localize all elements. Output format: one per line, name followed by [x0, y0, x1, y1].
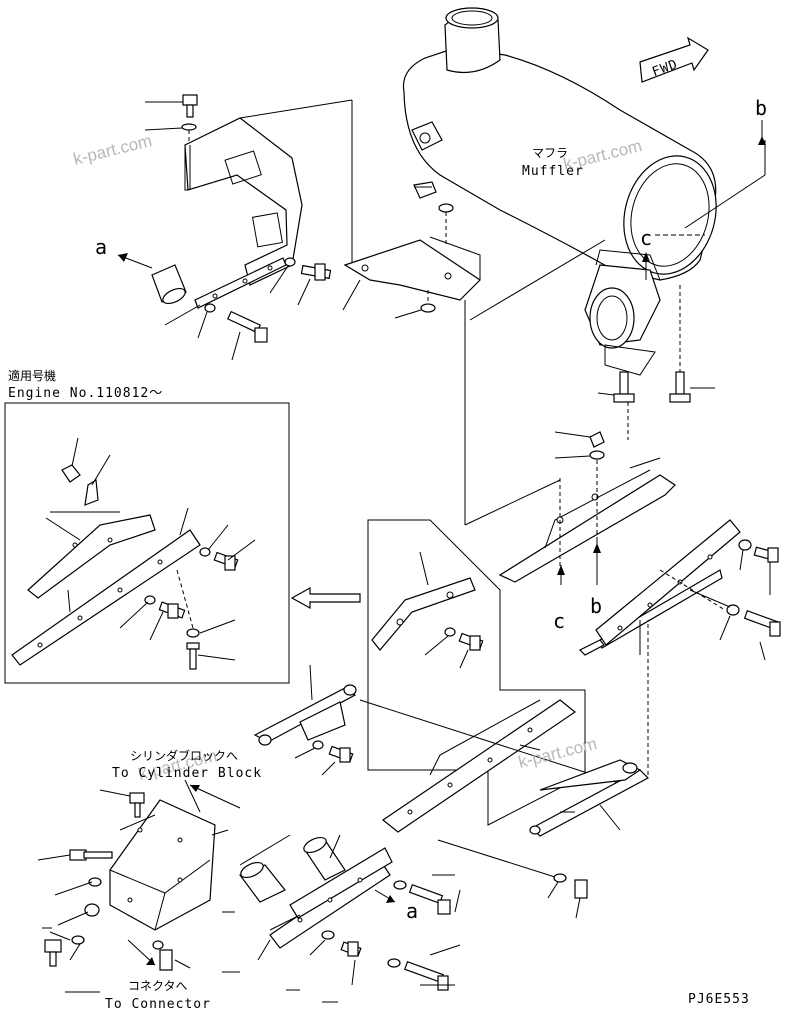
left-middle-bracket	[253, 664, 357, 776]
cylinder-block-jp-label: シリンダブロックへ	[130, 748, 238, 763]
inset-pointer-arrow-icon	[290, 586, 361, 610]
drawing-code: PJ6E553	[688, 992, 750, 1007]
callout-b-top: b	[755, 96, 767, 120]
callout-c-mid: c	[553, 609, 565, 633]
connector-jp-label: コネクタへ	[128, 979, 188, 993]
cylinder-block-en-label: To Cylinder Block	[112, 766, 262, 781]
right-bracket-assembly	[498, 431, 781, 661]
top-middle-plate	[342, 181, 561, 526]
top-left-bracket	[117, 94, 353, 361]
callout-a-top: a	[95, 235, 107, 259]
fwd-arrow-icon: FWD	[639, 36, 709, 83]
bottom-rod-bracket	[42, 834, 461, 1003]
connector-block	[37, 779, 241, 971]
connector-en-label: To Connector	[105, 997, 211, 1012]
callout-a-bottom: a	[406, 899, 418, 923]
watermark-1: k-part.com	[71, 131, 154, 169]
applicable-jp-label: 適用号機	[8, 368, 56, 383]
callout-b-mid: b	[590, 594, 602, 618]
lower-right-rod-bracket	[529, 620, 649, 919]
callout-c-top: c	[640, 226, 652, 250]
muffler-jp-label: マフラ	[532, 146, 568, 160]
inset-engine-variant	[4, 402, 290, 684]
center-assembly	[359, 519, 626, 878]
muffler-bolts	[597, 285, 715, 440]
muffler-en-label: Muffler	[522, 164, 584, 179]
applicable-en-label: Engine No.110812～	[8, 386, 163, 401]
muffler	[402, 7, 766, 376]
